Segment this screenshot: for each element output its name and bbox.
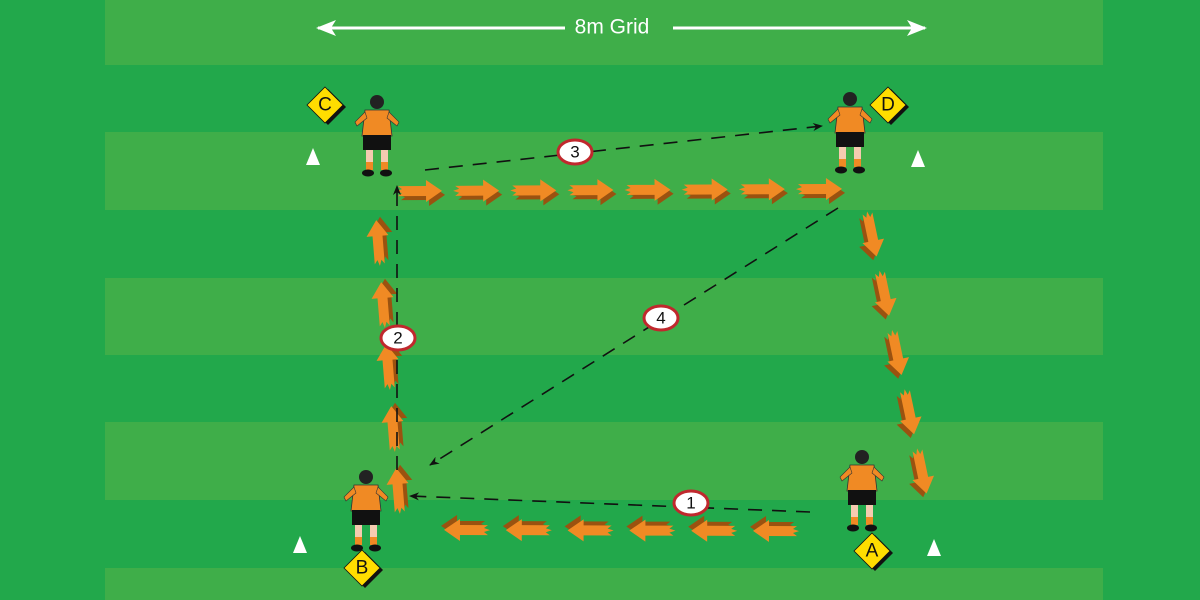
run-arrows (366, 177, 935, 542)
run-arrow-icon (681, 178, 731, 205)
step-badge-2: 2 (379, 324, 417, 352)
marker-b: B (343, 549, 383, 588)
pass-line (424, 123, 823, 171)
run-arrow-icon (510, 179, 560, 206)
run-arrow-icon (567, 179, 617, 206)
step-badge-3: 3 (556, 138, 594, 166)
run-arrow-icon (871, 270, 897, 320)
run-arrow-icon (624, 178, 674, 205)
cone-icon (306, 148, 320, 165)
field-stripe (105, 568, 1103, 600)
grid-title: 8m Grid (575, 16, 650, 39)
marker-label: A (866, 541, 879, 562)
player-markers: C D B A (306, 86, 909, 588)
run-arrow-icon (626, 515, 676, 542)
step-number: 1 (686, 494, 695, 513)
run-arrow-icon (396, 179, 446, 206)
run-arrow-icon (376, 340, 403, 390)
field-stripe (105, 0, 1103, 65)
field-stripe (105, 422, 1103, 500)
step-number: 2 (393, 329, 402, 348)
run-arrow-icon (884, 330, 910, 379)
run-arrow-icon (453, 179, 503, 206)
marker-d: D (869, 86, 909, 125)
run-arrow-icon (381, 402, 408, 452)
run-arrow-icon (386, 464, 413, 514)
marker-a: A (853, 532, 893, 571)
marker-label: B (356, 558, 369, 579)
run-arrow-icon (896, 389, 922, 439)
step-number: 4 (656, 309, 665, 328)
run-arrow-icon (366, 216, 393, 266)
run-arrow-icon (750, 515, 799, 542)
run-arrow-icon (564, 515, 614, 542)
run-arrow-icon (909, 448, 935, 498)
run-arrow-icon (859, 211, 885, 261)
run-arrow-icon (502, 515, 552, 542)
cone-icon (927, 539, 941, 556)
marker-c: C (306, 86, 346, 125)
run-arrow-icon (371, 278, 398, 328)
marker-label: D (881, 95, 895, 116)
field-stripe (105, 278, 1103, 355)
pass-lines (393, 123, 839, 513)
pass-line (409, 492, 811, 513)
marker-label: C (318, 95, 332, 116)
run-arrow-icon (688, 515, 738, 542)
run-arrow-icon (738, 178, 788, 205)
pass-line (429, 207, 839, 466)
cone-icon (293, 536, 307, 553)
step-badges: 1 2 3 4 (379, 138, 710, 517)
step-badge-1: 1 (672, 489, 710, 517)
run-arrow-icon (441, 514, 490, 541)
step-badge-4: 4 (642, 304, 680, 332)
cones (293, 148, 941, 556)
grid-width-indicator: 8m Grid (316, 16, 927, 39)
run-arrow-icon (796, 177, 846, 204)
step-number: 3 (570, 143, 579, 162)
cone-icon (911, 150, 925, 167)
